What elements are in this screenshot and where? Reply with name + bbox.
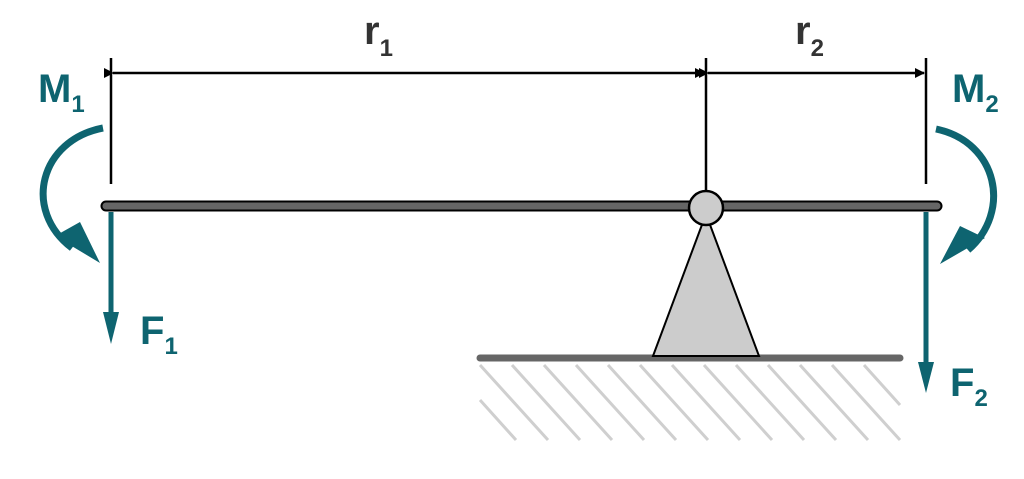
label-m1: M1	[38, 67, 85, 118]
moment-m2-arrow	[935, 125, 997, 264]
label-m2: M2	[952, 67, 999, 118]
label-f1: F1	[140, 309, 178, 360]
force-f1-arrow	[103, 212, 119, 344]
force-f2-arrow	[918, 212, 934, 393]
moment-m1-arrow	[39, 124, 104, 263]
ground-hatch	[478, 363, 902, 442]
label-r1: r1	[364, 9, 393, 62]
pivot-joint	[687, 189, 725, 227]
label-r2: r2	[795, 9, 824, 62]
label-f2: F2	[950, 361, 988, 412]
pivot-support	[651, 211, 761, 357]
